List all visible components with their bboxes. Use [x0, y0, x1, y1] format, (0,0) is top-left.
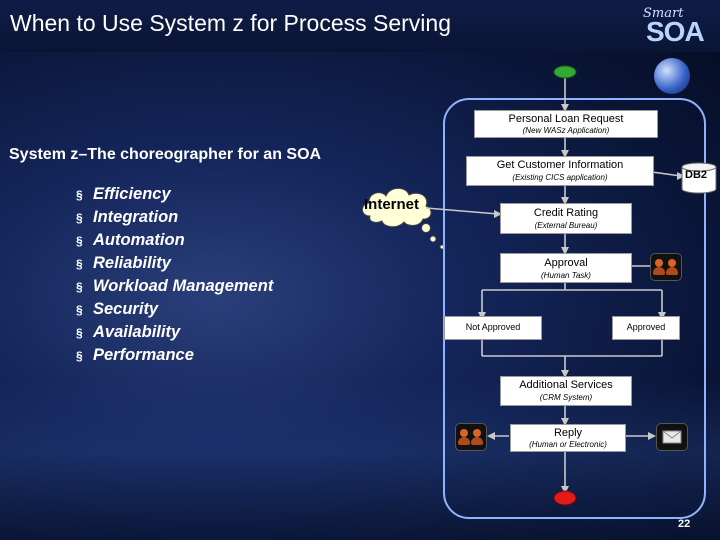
step-label: Additional Services	[519, 379, 613, 391]
bullet-marker: §	[76, 188, 83, 202]
customer-person-icon	[455, 423, 487, 451]
branch-approved: Approved	[612, 316, 680, 340]
logo-soa-text: SOA	[646, 16, 705, 47]
benefit-item: § Integration	[76, 206, 273, 229]
branch-label: Not Approved	[465, 322, 521, 332]
bullet-marker: §	[76, 280, 83, 294]
db2-label: DB2	[685, 169, 708, 181]
bullet-marker: §	[76, 211, 83, 225]
cloud-tail-bubbles	[421, 223, 445, 250]
benefit-item: § Reliability	[76, 252, 273, 275]
step-reply: Reply (Human or Electronic)	[510, 424, 626, 452]
benefit-item: § Automation	[76, 229, 273, 252]
bullet-marker: §	[76, 303, 83, 317]
branch-label: Approved	[626, 322, 666, 332]
bullet-marker: §	[76, 257, 83, 271]
step-label: Reply	[553, 427, 583, 439]
page-number: 22	[678, 518, 691, 530]
bullet-marker: §	[76, 234, 83, 248]
flow-start-node	[553, 65, 577, 79]
db2-database-icon	[681, 162, 717, 194]
benefit-label: Automation	[93, 231, 185, 249]
step-sublabel: (CRM System)	[539, 393, 593, 402]
bullet-marker: §	[76, 349, 83, 363]
internet-label: Internet	[364, 196, 420, 213]
step-sublabel: (Human or Electronic)	[529, 440, 607, 449]
step-label: Approval	[544, 257, 588, 269]
logo-smart-text: Smart	[643, 6, 684, 21]
benefit-item: § Workload Management	[76, 275, 273, 298]
benefit-label: Security	[93, 300, 159, 318]
benefit-label: Performance	[93, 346, 194, 364]
benefit-item: § Availability	[76, 321, 273, 344]
step-sublabel: (New WASz Application)	[522, 126, 610, 135]
benefit-label: Integration	[93, 208, 179, 226]
globe-icon	[654, 58, 690, 94]
benefit-label: Efficiency	[93, 185, 171, 203]
step-label: Credit Rating	[533, 207, 599, 219]
step-sublabel: (Human Task)	[541, 271, 591, 280]
slide-subtitle: System z–The choreographer for an SOA	[9, 146, 322, 163]
bullet-marker: §	[76, 326, 83, 340]
benefits-list: § Efficiency § Integration § Automation § Re…	[76, 183, 273, 367]
process-flow-frame	[443, 98, 706, 519]
benefit-item: § Security	[76, 298, 273, 321]
step-label: Personal Loan Request	[508, 113, 624, 125]
benefit-label: Workload Management	[93, 277, 274, 295]
title-bar: When to Use System z for Process Serving	[0, 0, 720, 52]
step-additional-services: Additional Services (CRM System)	[500, 376, 632, 406]
benefit-item: § Efficiency	[76, 183, 273, 206]
internet-cloud	[361, 187, 432, 228]
approver-person-icon	[650, 253, 682, 281]
step-personal-loan-request: Personal Loan Request (New WASz Applicat…	[474, 110, 658, 138]
benefit-item: § Performance	[76, 344, 273, 367]
step-approval: Approval (Human Task)	[500, 253, 632, 283]
step-sublabel: (Existing CICS application)	[512, 173, 608, 182]
step-label: Get Customer Information	[496, 159, 624, 171]
benefit-label: Reliability	[93, 254, 171, 272]
step-credit-rating: Credit Rating (External Bureau)	[500, 203, 632, 234]
step-sublabel: (External Bureau)	[534, 221, 598, 230]
benefit-label: Availability	[93, 323, 181, 341]
flow-end-node	[553, 490, 577, 506]
branch-not-approved: Not Approved	[444, 316, 542, 340]
stage-floor	[0, 380, 720, 540]
step-get-customer-information: Get Customer Information (Existing CICS …	[466, 156, 654, 186]
email-icon	[656, 423, 688, 451]
slide-title: When to Use System z for Process Serving	[10, 10, 451, 36]
